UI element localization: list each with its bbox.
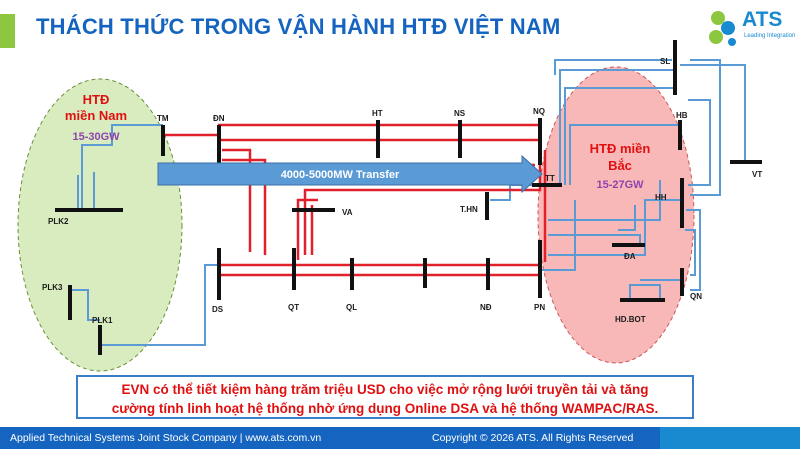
north-region-name-line1: HTĐ miền	[590, 141, 651, 156]
label-thn: T.HN	[460, 205, 478, 214]
label-nd: NĐ	[480, 303, 492, 312]
label-sl: SL	[660, 57, 670, 66]
label-hh: HH	[655, 193, 667, 202]
footer-accent	[660, 427, 800, 449]
logo-text: ATS	[742, 8, 783, 31]
label-ns: NS	[454, 109, 466, 118]
label-va: VA	[342, 208, 353, 217]
transfer-label: 4000-5000MW Transfer	[281, 169, 400, 181]
footer: Applied Technical Systems Joint Stock Co…	[0, 427, 800, 449]
footer-copyright: Copyright © 2026 ATS. All Rights Reserve…	[432, 432, 634, 444]
label-hdbot: HD.BOT	[615, 315, 646, 324]
ats-logo-icon	[709, 11, 736, 46]
label-ql: QL	[346, 303, 357, 312]
south-region-name-line2: miền Nam	[65, 108, 127, 123]
logo-tagline: Leading Integration	[744, 33, 796, 39]
label-vt: VT	[752, 170, 762, 179]
footer-company: Applied Technical Systems Joint Stock Co…	[10, 432, 322, 444]
label-tt: TT	[545, 174, 555, 183]
label-ds: DS	[212, 305, 224, 314]
north-region-name-line2: Bắc	[608, 158, 632, 173]
label-hb: HB	[676, 111, 688, 120]
label-qt: QT	[288, 303, 299, 312]
title-accent-bar	[0, 14, 15, 48]
label-dn: ĐN	[213, 114, 225, 123]
label-nq: NQ	[533, 107, 545, 116]
note-line-1: EVN có thể tiết kiệm hàng trăm triệu USD…	[121, 382, 649, 397]
lines-220kv	[70, 59, 746, 346]
buses	[55, 40, 762, 355]
south-region-name-line1: HTĐ	[83, 92, 110, 107]
label-plk2: PLK2	[48, 217, 69, 226]
north-region-capacity: 15-27GW	[596, 179, 644, 191]
south-region-ellipse	[17, 78, 183, 372]
label-plk3: PLK3	[42, 283, 63, 292]
transfer-arrow	[157, 154, 543, 194]
label-tm: TM	[157, 114, 169, 123]
label-qn: QN	[690, 292, 702, 301]
label-da: ĐA	[624, 252, 636, 261]
note-box: EVN có thể tiết kiệm hàng trăm triệu USD…	[76, 375, 694, 419]
label-plk1: PLK1	[92, 316, 113, 325]
label-pn: PN	[534, 303, 545, 312]
note-line-2: cường tính linh hoạt hệ thống nhờ ứng dụ…	[111, 401, 659, 416]
label-ht: HT	[372, 109, 383, 118]
south-region-capacity: 15-30GW	[72, 131, 120, 143]
page-title: THÁCH THỨC TRONG VẬN HÀNH HTĐ VIỆT NAM	[36, 14, 561, 39]
north-region-ellipse	[537, 66, 695, 364]
